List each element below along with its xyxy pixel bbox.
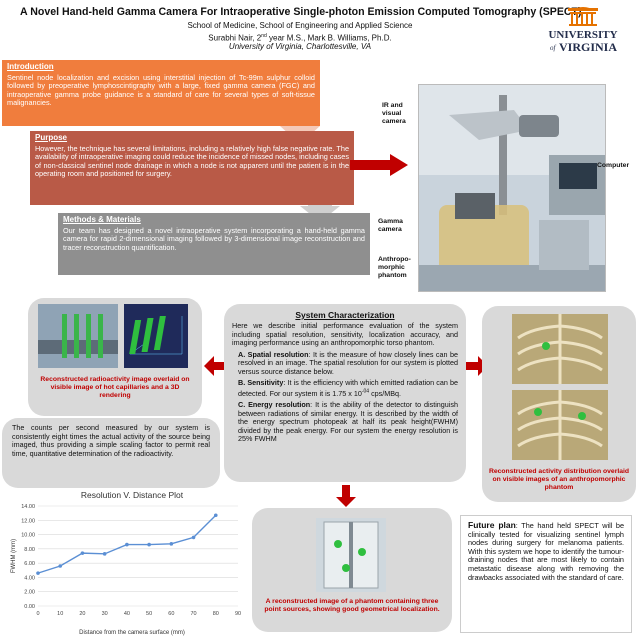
capillaries-panel: Reconstructed radioactivity image overla… bbox=[28, 298, 202, 416]
torso-image-bottom bbox=[512, 390, 608, 460]
authors-line: Surabhi Nair, 2nd year M.S., Mark B. Wil… bbox=[208, 33, 392, 43]
university-line: University of Virginia, Charlottesville,… bbox=[228, 42, 372, 51]
svg-text:UNIVERSITY: UNIVERSITY bbox=[548, 29, 617, 41]
purpose-heading: Purpose bbox=[35, 133, 68, 142]
data-point bbox=[80, 551, 85, 555]
capillary-3d-render bbox=[124, 304, 188, 368]
y-tick-label: 6.00 bbox=[24, 561, 35, 567]
data-point bbox=[169, 542, 174, 546]
x-tick-label: 80 bbox=[213, 611, 219, 617]
y-tick-label: 8.00 bbox=[24, 547, 35, 553]
counts-panel: The counts per second measured by our sy… bbox=[2, 418, 220, 488]
y-tick-label: 4.00 bbox=[24, 575, 35, 581]
y-tick-label: 0.00 bbox=[24, 604, 35, 610]
introduction-body: Sentinel node localization and excision … bbox=[7, 72, 315, 108]
introduction-section: Introduction Sentinel node localization … bbox=[2, 60, 320, 126]
x-tick-label: 20 bbox=[79, 611, 85, 617]
label-phantom: Anthropo-morphic phantom bbox=[378, 256, 411, 279]
data-point bbox=[125, 542, 129, 547]
characterization-intro: Here we describe initial performance eva… bbox=[232, 321, 458, 347]
down-arrow-red bbox=[336, 485, 356, 507]
future-plan-section: Future plan: The hand held SPECT will be… bbox=[460, 515, 632, 633]
y-tick-label: 12.00 bbox=[21, 518, 35, 524]
energy-resolution-item: C. Energy resolution: It is the ability … bbox=[238, 400, 458, 444]
right-arrow-red bbox=[350, 154, 408, 176]
torso-image-top bbox=[512, 314, 608, 384]
characterization-panel: System Characterization Here we describe… bbox=[224, 304, 466, 482]
x-tick-label: 90 bbox=[235, 611, 241, 617]
data-point bbox=[213, 513, 218, 518]
phantom-points-image bbox=[316, 518, 386, 592]
capillary-photo bbox=[38, 304, 118, 368]
svg-text:of: of bbox=[550, 44, 557, 52]
resolution-chart-svg: Resolution V. Distance Plot 0.00 2.00 4.00… bbox=[11, 490, 241, 636]
methods-body: Our team has designed a novel intraopera… bbox=[63, 225, 365, 252]
x-tick-label: 30 bbox=[102, 611, 108, 617]
x-axis-label: Distance from the camera surface (mm) bbox=[79, 630, 185, 636]
spatial-resolution-item: A. Spatial resolution: It is the measure… bbox=[238, 349, 458, 376]
x-tick-label: 70 bbox=[190, 611, 196, 617]
x-tick-label: 50 bbox=[146, 611, 152, 617]
characterization-heading: System Characterization bbox=[295, 310, 395, 320]
label-computer: Computer bbox=[597, 162, 630, 169]
y-axis-label: FWHM (mm) bbox=[11, 539, 17, 573]
counts-text: The counts per second measured by our sy… bbox=[12, 423, 210, 458]
torso-panel: Reconstructed activity distribution over… bbox=[482, 306, 636, 502]
purpose-section: Purpose However, the technique has sever… bbox=[30, 131, 354, 205]
poster-title: A Novel Hand-held Gamma Camera For Intra… bbox=[20, 6, 582, 18]
data-point bbox=[191, 535, 196, 540]
x-tick-label: 10 bbox=[57, 611, 63, 617]
data-point bbox=[36, 571, 40, 575]
sensitivity-item: B. Sensitivity: It is the efficiency wit… bbox=[238, 378, 459, 398]
purpose-body: However, the technique has several limit… bbox=[35, 143, 349, 179]
introduction-heading: Introduction bbox=[7, 62, 54, 71]
torso-caption: Reconstructed activity distribution over… bbox=[488, 468, 630, 491]
phantom-points-caption: A reconstructed image of a phantom conta… bbox=[264, 598, 440, 613]
data-point bbox=[58, 564, 63, 568]
left-arrow-red bbox=[204, 356, 226, 376]
x-tick-label: 60 bbox=[168, 611, 174, 617]
data-point bbox=[102, 552, 107, 556]
resolution-chart: Resolution V. Distance Plot 0.00 2.00 4.00… bbox=[2, 484, 246, 638]
methods-heading: Methods & Materials bbox=[63, 215, 141, 224]
y-tick-label: 2.00 bbox=[24, 590, 35, 596]
x-tick-label: 0 bbox=[36, 611, 39, 617]
phantom-points-panel: A reconstructed image of a phantom conta… bbox=[252, 508, 452, 632]
system-photo bbox=[418, 84, 606, 292]
methods-section: Methods & Materials Our team has designe… bbox=[58, 213, 370, 275]
data-point bbox=[147, 542, 151, 547]
y-tick-label: 10.00 bbox=[21, 533, 35, 539]
y-tick-label: 14.00 bbox=[21, 504, 35, 510]
future-plan-body: Future plan: The hand held SPECT will be… bbox=[468, 520, 624, 582]
svg-text:VIRGINIA: VIRGINIA bbox=[559, 40, 617, 54]
capillaries-caption: Reconstructed radioactivity image overla… bbox=[40, 376, 190, 399]
label-ir-camera: IR and visual camera bbox=[382, 102, 406, 125]
chart-title: Resolution V. Distance Plot bbox=[81, 490, 184, 500]
school-line: School of Medicine, School of Engineerin… bbox=[187, 21, 413, 30]
uva-logo: UNIVERSITY of VIRGINIA bbox=[536, 6, 630, 54]
x-tick-label: 40 bbox=[124, 611, 130, 617]
label-gamma-camera: Gamma camera bbox=[378, 218, 403, 233]
